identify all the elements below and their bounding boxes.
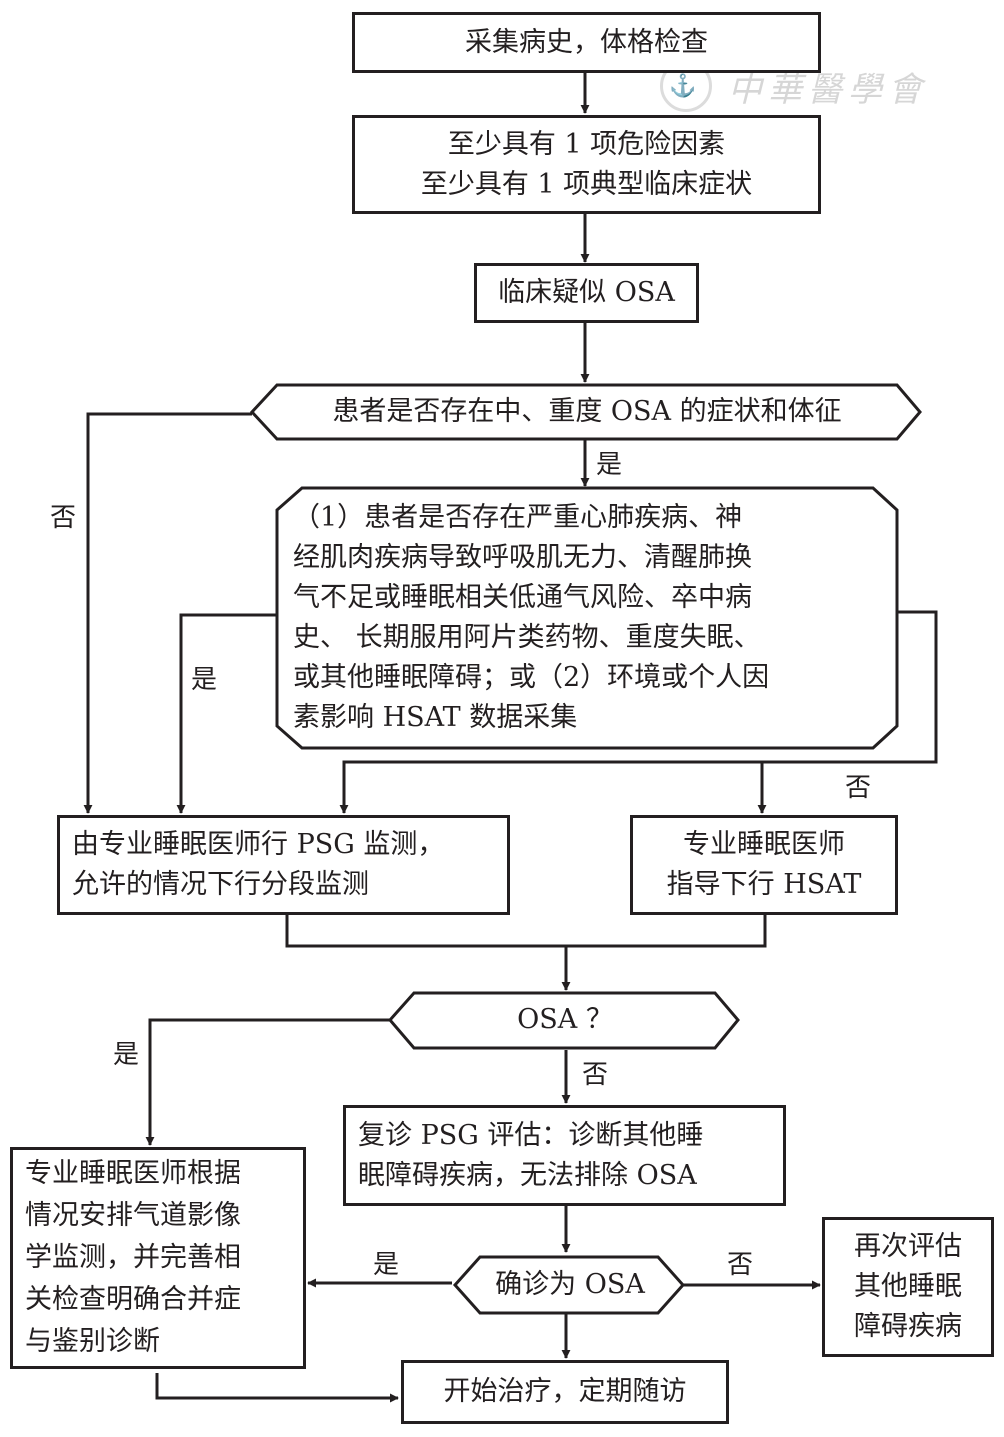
node-history: 采集病史，体格检查 xyxy=(352,12,821,73)
node-decision-comorbid: （1）患者是否存在严重心肺疾病、神 经肌肉疾病导致呼吸肌无力、清醒肺换 气不足或… xyxy=(285,492,891,744)
label-severity-no: 否 xyxy=(50,503,77,533)
edge-imaging-treatment xyxy=(155,1373,399,1403)
decision-osa-text: OSA ？ xyxy=(517,1004,613,1035)
node-decision-osa: OSA ？ xyxy=(400,995,730,1045)
criteria-line-2: 至少具有 1 项典型临床症状 xyxy=(420,168,753,200)
node-suspected-text: 临床疑似 OSA xyxy=(498,277,675,308)
criteria-line-1: 至少具有 1 项危险因素 xyxy=(447,128,726,160)
watermark-text: 中華醫學會 xyxy=(728,69,928,110)
decision-confirm-text: 确诊为 OSA xyxy=(495,1269,645,1300)
label-confirm-no: 否 xyxy=(727,1250,754,1280)
decision-comorbid-text: （1）患者是否存在严重心肺疾病、神 经肌肉疾病导致呼吸肌无力、清醒肺换 气不足或… xyxy=(293,502,770,733)
edge-severity-no xyxy=(83,412,252,814)
node-suspected: 临床疑似 OSA xyxy=(474,263,699,323)
seal-icon: ⚓ xyxy=(660,60,712,112)
decision-severity-shape xyxy=(249,383,922,441)
watermark: ⚓ 中華醫學會 xyxy=(660,60,928,112)
node-imaging-text: 专业睡眠医师根据 情况安排气道影像 学监测，并完善相 关检查明确合并症 与鉴别诊… xyxy=(25,1158,241,1357)
node-criteria: 至少具有 1 项危险因素 至少具有 1 项典型临床症状 xyxy=(352,115,821,214)
edge-osa-yes xyxy=(145,1018,390,1146)
decision-osa-shape xyxy=(388,991,740,1050)
edge-comorbid-yes xyxy=(176,613,277,814)
label-comorbid-yes: 是 xyxy=(191,665,218,695)
node-hsat-text: 专业睡眠医师 指导下行 HSAT xyxy=(666,829,862,900)
label-osa-no: 否 xyxy=(582,1060,609,1090)
node-hsat: 专业睡眠医师 指导下行 HSAT xyxy=(630,815,898,915)
decision-comorbid-shape xyxy=(275,486,899,750)
node-psg-text: 由专业睡眠医师行 PSG 监测， 允许的情况下行分段监测 xyxy=(72,829,445,900)
node-decision-confirm: 确诊为 OSA xyxy=(465,1260,675,1310)
node-imaging: 专业睡眠医师根据 情况安排气道影像 学监测，并完善相 关检查明确合并症 与鉴别诊… xyxy=(10,1147,306,1369)
node-psg: 由专业睡眠医师行 PSG 监测， 允许的情况下行分段监测 xyxy=(57,815,510,915)
edge-comorbid-no xyxy=(339,610,938,814)
node-decision-severity: 患者是否存在中、重度 OSA 的症状和体征 xyxy=(262,386,912,438)
node-review-psg: 复诊 PSG 评估：诊断其他睡 眠障碍疾病，无法排除 OSA xyxy=(343,1105,786,1206)
label-comorbid-no: 否 xyxy=(845,773,872,803)
node-treatment-text: 开始治疗，定期随访 xyxy=(443,1376,687,1407)
decision-severity-text: 患者是否存在中、重度 OSA 的症状和体征 xyxy=(332,396,842,427)
node-reassess-text: 再次评估 其他睡眠 障碍疾病 xyxy=(854,1231,962,1342)
node-review-psg-text: 复诊 PSG 评估：诊断其他睡 眠障碍疾病，无法排除 OSA xyxy=(358,1119,704,1191)
node-history-text: 采集病史，体格检查 xyxy=(465,26,708,58)
node-treatment: 开始治疗，定期随访 xyxy=(401,1360,729,1424)
label-severity-yes: 是 xyxy=(596,450,623,480)
edge-merge xyxy=(285,912,767,948)
node-reassess: 再次评估 其他睡眠 障碍疾病 xyxy=(822,1217,994,1357)
label-confirm-yes: 是 xyxy=(373,1250,400,1280)
label-osa-yes: 是 xyxy=(113,1040,140,1070)
decision-confirm-shape xyxy=(452,1255,686,1315)
